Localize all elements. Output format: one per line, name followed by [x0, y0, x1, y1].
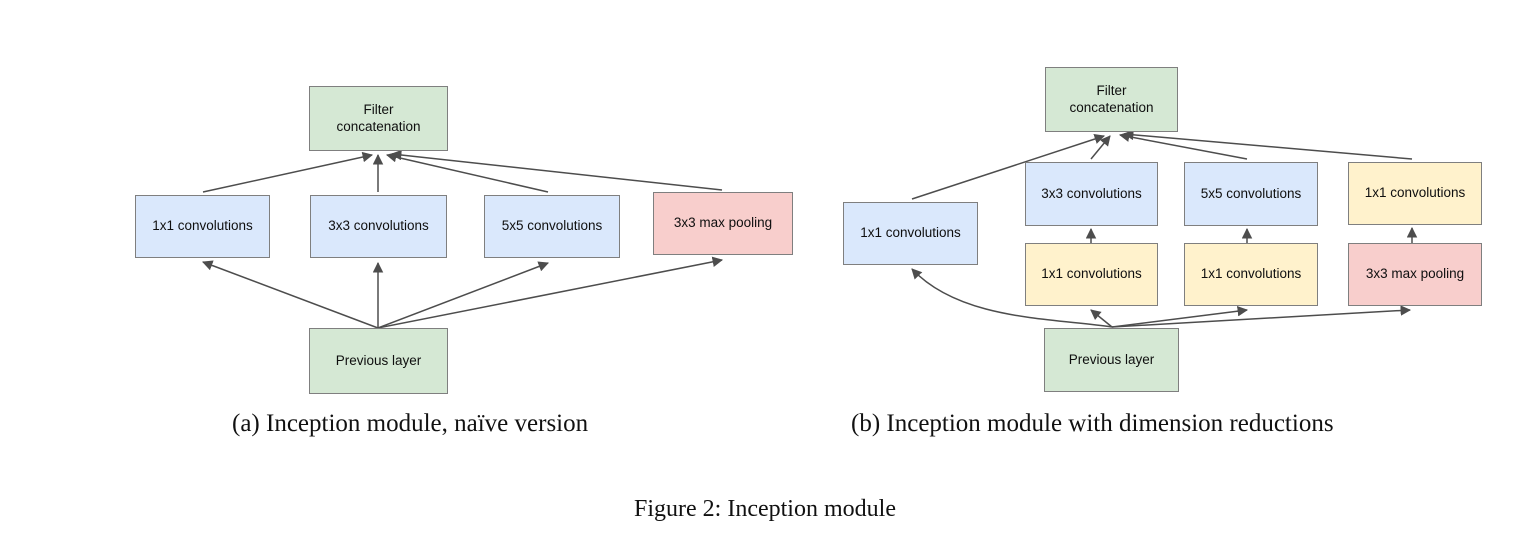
- node-a-1x1-convolutions[interactable]: 1x1 convolutions: [135, 195, 270, 258]
- node-b-3x3-convolutions[interactable]: 3x3 convolutions: [1025, 162, 1158, 226]
- edge-a-5x5-to-concat: [385, 151, 549, 193]
- panel-b-caption: (b) Inception module with dimension redu…: [851, 410, 1334, 437]
- node-b-1x1-convolutions-left[interactable]: 1x1 convolutions: [843, 202, 978, 265]
- node-b-1x1-convolutions-reduce-3x3[interactable]: 1x1 convolutions: [1025, 243, 1158, 306]
- panel-a-caption: (a) Inception module, naïve version: [232, 410, 589, 437]
- edge-a-1x1-to-concat: [202, 151, 374, 193]
- node-b-1x1-convolutions-top-right[interactable]: 1x1 convolutions: [1348, 162, 1482, 225]
- node-a-previous-layer[interactable]: Previous layer: [309, 328, 448, 394]
- node-b-5x5-convolutions[interactable]: 5x5 convolutions: [1184, 162, 1318, 226]
- edge-a-pool-to-concat: [390, 149, 723, 191]
- node-b-3x3-max-pooling[interactable]: 3x3 max pooling: [1348, 243, 1482, 306]
- edge-b-3x3-to-concat: [1090, 135, 1111, 160]
- edge-a-prev-to-pool: [377, 256, 724, 329]
- figure-caption: Figure 2: Inception module: [634, 496, 896, 522]
- node-a-3x3-max-pooling[interactable]: 3x3 max pooling: [653, 192, 793, 255]
- edge-b-prev-to-reduce-b: [1111, 305, 1249, 328]
- edge-b-prev-to-pool: [1111, 305, 1412, 328]
- edge-b-1x1-top-to-concat: [1122, 129, 1413, 160]
- node-b-previous-layer[interactable]: Previous layer: [1044, 328, 1179, 392]
- node-a-3x3-convolutions[interactable]: 3x3 convolutions: [310, 195, 447, 258]
- node-a-filter-concatenation[interactable]: Filter concatenation: [309, 86, 448, 151]
- edge-b-5x5-to-concat: [1118, 131, 1248, 160]
- edge-a-prev-to-5x5: [377, 261, 549, 329]
- node-b-1x1-convolutions-reduce-5x5[interactable]: 1x1 convolutions: [1184, 243, 1318, 306]
- edge-a-prev-to-1x1: [202, 260, 379, 329]
- node-a-5x5-convolutions[interactable]: 5x5 convolutions: [484, 195, 620, 258]
- node-b-filter-concatenation[interactable]: Filter concatenation: [1045, 67, 1178, 132]
- edge-b-prev-to-reduce-a: [1090, 309, 1113, 328]
